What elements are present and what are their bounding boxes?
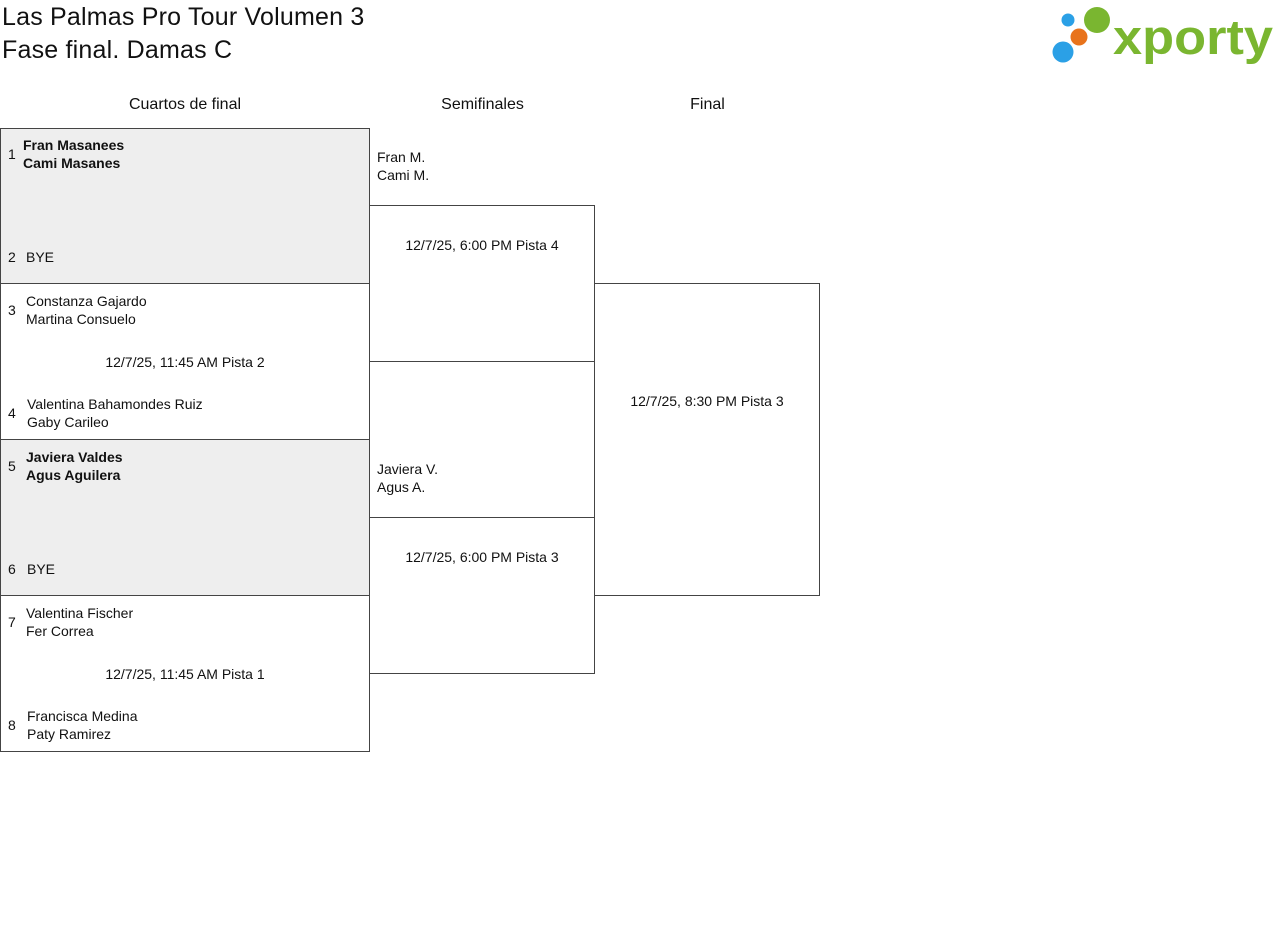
quarterfinal-match-2[interactable]: 3 Constanza Gajardo Martina Consuelo 12/… bbox=[0, 283, 370, 440]
team-player-name: Constanza Gajardo bbox=[26, 293, 147, 309]
team-player-name: Martina Consuelo bbox=[26, 311, 136, 327]
team-player-name: Francisca Medina bbox=[27, 708, 138, 724]
team-player-name: Cami Masanes bbox=[23, 155, 121, 171]
team-player-name: Valentina Bahamondes Ruiz bbox=[27, 396, 203, 412]
semifinal-match-2[interactable]: 12/7/25, 6:00 PM Pista 3 bbox=[369, 517, 595, 674]
tournament-title: Las Palmas Pro Tour Volumen 3 bbox=[2, 3, 365, 31]
logo-wordmark: xporty bbox=[1113, 11, 1273, 65]
match-schedule: 12/7/25, 11:45 AM Pista 2 bbox=[105, 354, 265, 370]
seed-number: 1 bbox=[8, 146, 16, 162]
xporty-logo[interactable]: xporty bbox=[1050, 3, 1276, 67]
seed-number: 7 bbox=[8, 614, 16, 630]
seed-number: 6 bbox=[8, 561, 16, 577]
final-match[interactable]: 12/7/25, 8:30 PM Pista 3 bbox=[594, 283, 820, 596]
semifinal-team-player: Cami M. bbox=[377, 167, 430, 183]
match-schedule: 12/7/25, 8:30 PM Pista 3 bbox=[630, 393, 784, 409]
logo-dot-blue bbox=[1061, 13, 1075, 27]
round-header-final: Final bbox=[690, 96, 725, 113]
team-player-name: Gaby Carileo bbox=[27, 414, 109, 430]
match-schedule: 12/7/25, 11:45 AM Pista 1 bbox=[105, 666, 265, 682]
team-player-name: Fer Correa bbox=[26, 623, 94, 639]
quarterfinal-match-3[interactable]: 5 Javiera Valdes Agus Aguilera 6 BYE bbox=[0, 439, 370, 596]
logo-dot-blue-large bbox=[1052, 41, 1074, 63]
semifinal-team-player: Javiera V. bbox=[377, 461, 438, 477]
round-header-semifinals: Semifinales bbox=[441, 96, 524, 113]
team-player-name: Agus Aguilera bbox=[26, 467, 121, 483]
seed-number: 8 bbox=[8, 717, 16, 733]
team-player-name: Javiera Valdes bbox=[26, 449, 123, 465]
seed-number: 4 bbox=[8, 405, 16, 421]
semifinal-team-player: Agus A. bbox=[377, 479, 426, 495]
team-player-name: Valentina Fischer bbox=[26, 605, 134, 621]
match-schedule: 12/7/25, 6:00 PM Pista 4 bbox=[405, 237, 559, 253]
match-schedule: 12/7/25, 6:00 PM Pista 3 bbox=[405, 549, 559, 565]
round-header-quarterfinals: Cuartos de final bbox=[128, 96, 242, 113]
logo-dot-green bbox=[1084, 7, 1110, 33]
team-player-name: Fran Masanees bbox=[23, 137, 125, 153]
bye-label: BYE bbox=[26, 249, 55, 265]
bye-label: BYE bbox=[27, 561, 56, 577]
semifinal-team-player: Fran M. bbox=[377, 149, 426, 165]
quarterfinal-match-4[interactable]: 7 Valentina Fischer Fer Correa 12/7/25, … bbox=[0, 595, 370, 752]
team-player-name: Paty Ramirez bbox=[27, 726, 112, 742]
seed-number: 2 bbox=[8, 249, 16, 265]
semifinal-match-1[interactable]: 12/7/25, 6:00 PM Pista 4 bbox=[369, 205, 595, 362]
logo-dot-orange bbox=[1070, 28, 1088, 46]
quarterfinal-match-1[interactable]: 1 Fran Masanees Cami Masanes 2 BYE bbox=[0, 128, 370, 284]
seed-number: 3 bbox=[8, 302, 16, 318]
seed-number: 5 bbox=[8, 458, 16, 474]
phase-title: Fase final. Damas C bbox=[2, 36, 233, 64]
